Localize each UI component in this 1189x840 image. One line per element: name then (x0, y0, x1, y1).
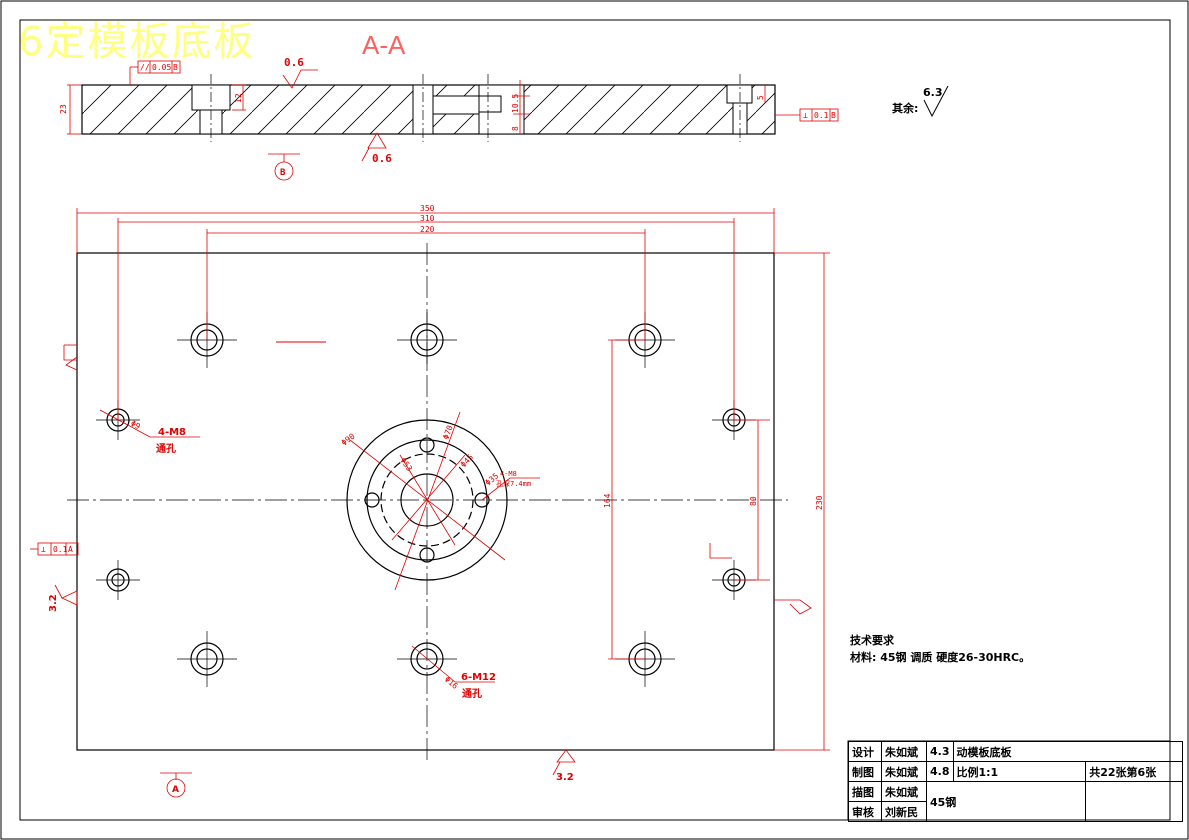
dim-d70: Φ70 (441, 424, 454, 441)
tb-role-3: 描图 (848, 781, 882, 802)
roughness-other-value: 6.3 (923, 86, 943, 99)
tech-requirements: 技术要求 材料: 45钢 调质 硬度26-30HRC。 (850, 632, 1030, 666)
center-boss (346, 419, 508, 581)
dim-310: 310 (420, 214, 435, 223)
dim-d45: Φ45 (459, 452, 475, 469)
dim-depth-c: 5 (756, 95, 765, 100)
perp-tol-right: 0.1 (814, 111, 829, 120)
rough-other-symbol (923, 85, 949, 118)
dim-164: 164 (603, 493, 612, 508)
inner-frame (19, 19, 1171, 821)
dim-thickness: 23 (59, 104, 68, 114)
parallel-symbol: // (140, 63, 150, 72)
perp-tol-left: 0.1 (53, 545, 68, 554)
tb-name-1: 朱如斌 (881, 741, 927, 762)
datum-b-label: B (280, 168, 286, 178)
tb-date-1: 4.3 (926, 741, 954, 762)
dim-d90: Φ90 (340, 431, 357, 447)
tb-blank (1085, 781, 1183, 822)
drawing-title: 6定模板底板 (18, 19, 256, 65)
tech-heading: 技术要求 (850, 634, 894, 647)
rough-bottom-plan: 3.2 (556, 772, 574, 783)
tb-name-3: 朱如斌 (881, 781, 927, 802)
roughness-other-label: 其余: (892, 102, 919, 115)
tb-material: 45钢 (925, 781, 1087, 822)
tb-scale: 比例1:1 (952, 761, 1087, 782)
tb-role-2: 制图 (848, 761, 882, 782)
tb-role-1: 设计 (848, 741, 882, 762)
callout-m8-hole: 4-M8 (500, 470, 517, 478)
parallel-tol: 0.05 (152, 63, 171, 72)
tech-line-1: 材料: 45钢 调质 硬度26-30HRC。 (850, 651, 1031, 664)
m12-holes (190, 323, 662, 676)
datum-a-label: A (172, 785, 179, 795)
tb-sheet: 共22张第6张 (1085, 761, 1183, 782)
callout-m12: 6-M12 (461, 672, 496, 683)
rough-left: 3.2 (48, 594, 59, 612)
parallel-datum: B (173, 63, 178, 72)
section-view: 23 12 10.5 8 5 0.05 B // ⊥ 0.1 B 0.6 0.6… (59, 56, 839, 181)
rough-top: 0.6 (284, 56, 304, 69)
m8-dia: Φ9 (129, 419, 142, 432)
dim-350: 350 (420, 204, 435, 213)
callout-deep: 孔深7.4mm (496, 479, 531, 488)
callout-m8: 4-M8 (158, 427, 186, 438)
dim-depth-b: 8 (511, 126, 520, 131)
section-label: A-A (362, 30, 406, 60)
plan-view: 350 310 220 230 164 80 ⊥ 0.1 A Φ9 Φ16 Φ9… (30, 204, 830, 798)
callout-m8-through: 通孔 (156, 442, 176, 455)
tb-name-2: 朱如斌 (881, 761, 927, 782)
tb-name-4: 刘新民 (881, 801, 927, 822)
perp-datum-right: B (831, 111, 836, 120)
perp-symbol-left: ⊥ (41, 545, 46, 554)
tb-part-name: 动模板底板 (952, 741, 1183, 762)
dim-depth-a: 10.5 (511, 94, 520, 113)
m12-dia: Φ16 (443, 675, 460, 691)
dim-d53: Φ53 (398, 456, 414, 473)
plate-outline (76, 252, 775, 751)
dim-counterbore-depth: 12 (234, 93, 243, 103)
callout-m12-through: 通孔 (462, 687, 482, 700)
dim-80: 80 (749, 496, 758, 506)
title-block: 设计 朱如斌 4.3 动模板底板 制图 朱如斌 4.8 比例1:1 共22张第6… (848, 741, 1183, 822)
dim-220: 220 (420, 225, 435, 234)
dim-230: 230 (815, 495, 824, 510)
tb-role-4: 审核 (848, 801, 882, 822)
tb-date-2: 4.8 (926, 761, 954, 782)
rough-bottom: 0.6 (372, 152, 392, 165)
perp-symbol-right: ⊥ (803, 111, 808, 120)
perp-datum-left: A (68, 545, 73, 554)
